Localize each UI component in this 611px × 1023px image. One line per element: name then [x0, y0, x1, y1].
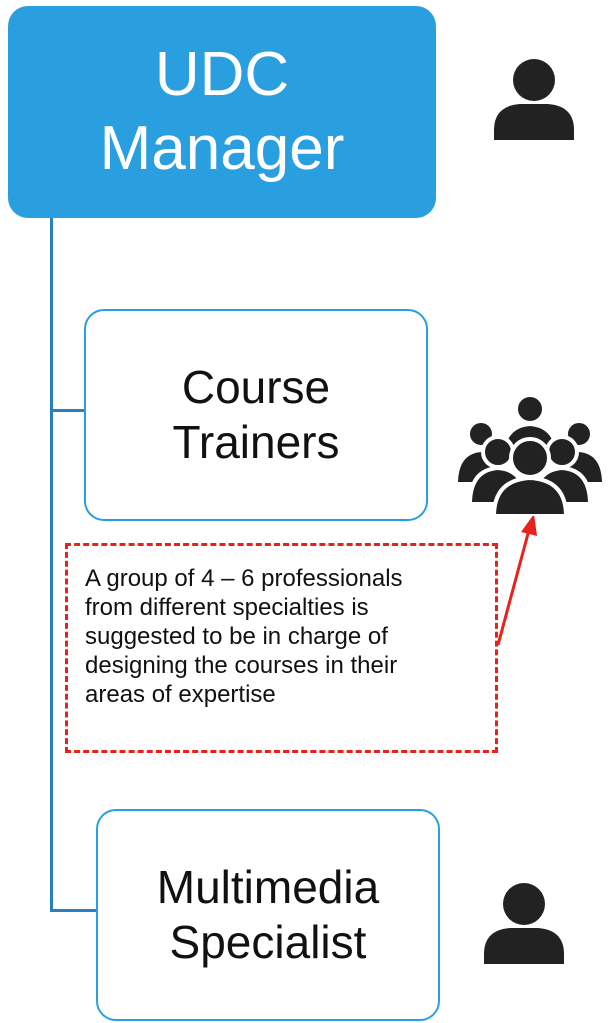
connector-branch-course-trainers: [50, 409, 85, 412]
udc-manager-label-line1: UDC: [154, 39, 290, 109]
multimedia-specialist-label-line2: Specialist: [169, 916, 367, 968]
connector-trunk: [50, 218, 53, 912]
multimedia-specialist-node: Multimedia Specialist: [96, 809, 440, 1021]
note-line: from different specialties is: [85, 594, 369, 621]
course-trainers-label-line2: Trainers: [172, 416, 340, 468]
udc-manager-node: UDC Manager: [8, 6, 436, 218]
note-line: areas of expertise: [85, 681, 276, 708]
course-trainers-group-icon: [453, 393, 607, 516]
connector-branch-multimedia-specialist: [50, 909, 97, 912]
note-line: designing the courses in their: [85, 652, 398, 679]
note-line: suggested to be in charge of: [85, 623, 388, 650]
course-trainers-label-line1: Course: [181, 360, 331, 413]
course-trainers-node: Course Trainers: [84, 309, 428, 521]
note-arrow-icon: [496, 514, 537, 646]
multimedia-specialist-label-line1: Multimedia: [156, 860, 380, 913]
udc-manager-label-line2: Manager: [99, 114, 345, 183]
udc-manager-person-icon: [494, 59, 574, 140]
course-trainers-note: A group of 4 – 6 professionals from diff…: [65, 543, 498, 753]
multimedia-specialist-person-icon: [484, 883, 564, 964]
note-line: A group of 4 – 6 professionals: [85, 565, 403, 592]
